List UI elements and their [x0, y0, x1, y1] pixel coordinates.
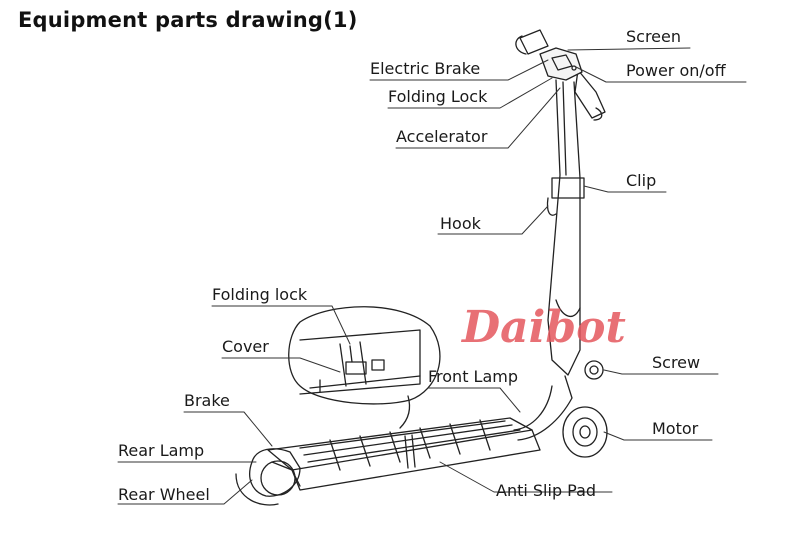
deck: [267, 417, 541, 491]
label-folding-lock-detail: Folding lock: [212, 285, 308, 304]
label-hook: Hook: [440, 214, 482, 233]
label-accelerator: Accelerator: [396, 127, 488, 146]
stem: [546, 79, 585, 376]
label-anti-slip-pad: Anti Slip Pad: [496, 481, 596, 500]
screw-knob: [584, 360, 604, 380]
label-clip: Clip: [626, 171, 656, 190]
label-rear-wheel: Rear Wheel: [118, 485, 210, 504]
label-cover: Cover: [222, 337, 269, 356]
screen-unit: [539, 47, 583, 81]
diagram-title: Equipment parts drawing(1): [18, 8, 358, 32]
handlebar: [515, 29, 606, 121]
label-screw: Screw: [652, 353, 700, 372]
label-rear-lamp: Rear Lamp: [118, 441, 204, 460]
front-wheel: [562, 406, 608, 458]
watermark-logo: Daibot: [460, 302, 626, 353]
label-brake: Brake: [184, 391, 230, 410]
leader-lines: [117, 47, 747, 505]
label-power: Power on/off: [626, 61, 727, 80]
rear-assembly: [235, 448, 301, 506]
front-fork: [513, 375, 573, 441]
label-electric-brake: Electric Brake: [370, 59, 480, 78]
folding-lock-detail-inset: [288, 306, 441, 429]
label-motor: Motor: [652, 419, 699, 438]
label-front-lamp: Front Lamp: [428, 367, 518, 386]
label-folding-lock-top: Folding Lock: [388, 87, 488, 106]
label-screen: Screen: [626, 27, 681, 46]
